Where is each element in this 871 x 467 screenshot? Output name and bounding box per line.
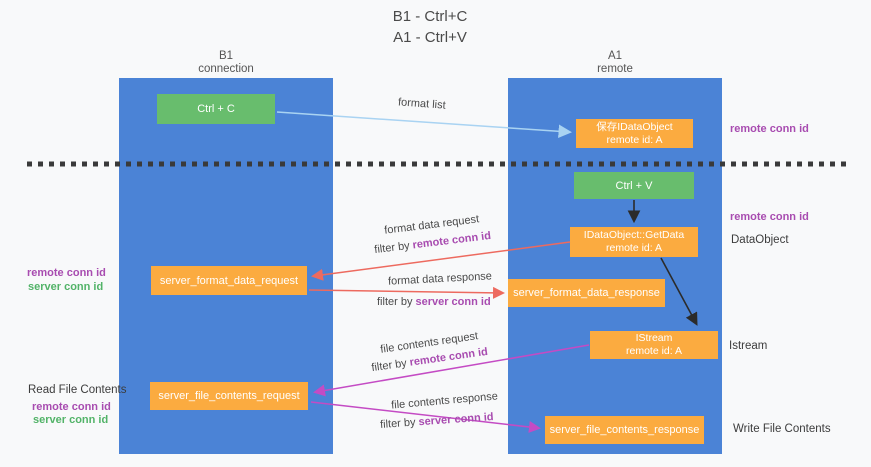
title-line-1: B1 - Ctrl+C: [392, 8, 468, 25]
right-remote-conn-id-label-2: remote conn id: [730, 211, 809, 223]
left-remote-conn-id-label-1: remote conn id: [27, 267, 106, 279]
right-remote-conn-id-label-1: remote conn id: [730, 123, 809, 135]
node-ctrl-v: Ctrl + V: [574, 172, 694, 199]
lane-b1-subtitle: connection: [198, 63, 254, 75]
lane-header-b1: B1 connection: [156, 50, 296, 76]
node-ctrl-c-label: Ctrl + C: [197, 103, 235, 115]
istream-label: Istream: [729, 340, 768, 352]
node-format-request-label: server_format_data_request: [159, 274, 299, 287]
format-data-response-arrow: [308, 286, 505, 299]
lane-header-a1: A1 remote: [545, 50, 685, 76]
node-istream-line1: IStream: [635, 332, 673, 344]
write-file-contents-label: Write File Contents: [733, 423, 831, 435]
node-server-format-data-request: server_format_data_request: [151, 266, 307, 295]
read-file-contents-label: Read File Contents: [28, 384, 127, 396]
filter-by-text: filter by: [379, 416, 416, 431]
dataobject-label: DataObject: [731, 234, 789, 246]
node-save-idataobject: 保存IDataObject remote id: A: [576, 119, 693, 148]
filter-by-text: filter by: [377, 296, 413, 308]
filter-value-server-conn-id: server conn id: [418, 411, 494, 429]
file-contents-response-label: file contents response: [390, 390, 499, 412]
diagram-title: B1 - Ctrl+C A1 - Ctrl+V: [330, 6, 530, 48]
filter-by-text: filter by: [373, 239, 411, 257]
node-save-idataobject-line1: 保存IDataObject: [596, 120, 673, 133]
title-line-2: A1 - Ctrl+V: [393, 29, 467, 46]
node-format-response-label: server_format_data_response: [513, 287, 660, 299]
filter-by-text: filter by: [370, 357, 408, 375]
left-remote-conn-id-label-2: remote conn id: [32, 401, 111, 413]
node-istream-line2: remote id: A: [625, 345, 683, 357]
node-ctrl-v-label: Ctrl + V: [615, 179, 653, 192]
left-server-conn-id-label-2: server conn id: [33, 414, 109, 426]
node-istream: IStream remote id: A: [590, 331, 718, 359]
left-server-conn-id-label-1: server conn id: [28, 281, 104, 293]
lane-a1-name: A1: [607, 50, 623, 62]
format-data-response-label: format data response: [387, 270, 493, 288]
format-list-label: format list: [397, 96, 447, 112]
node-file-response-label: server_file_contents_response: [549, 424, 700, 436]
node-save-idataobject-line2: remote id: A: [606, 133, 663, 146]
node-server-format-data-response: server_format_data_response: [508, 279, 665, 307]
lane-b1-name: B1: [218, 50, 234, 62]
node-getdata-line1: IDataObject::GetData: [583, 229, 685, 241]
node-server-file-contents-response: server_file_contents_response: [545, 416, 704, 444]
node-getdata-line2: remote id: A: [605, 242, 663, 254]
node-ctrl-c: Ctrl + C: [157, 94, 275, 124]
filter-value-remote-conn-id: remote conn id: [411, 229, 492, 252]
node-server-file-contents-request: server_file_contents_request: [150, 382, 308, 410]
node-file-request-label: server_file_contents_request: [158, 390, 300, 402]
lane-a1-subtitle: remote: [597, 63, 633, 75]
node-idataobject-getdata: IDataObject::GetData remote id: A: [570, 227, 698, 257]
filter-value-server-conn-id: server conn id: [415, 296, 491, 308]
